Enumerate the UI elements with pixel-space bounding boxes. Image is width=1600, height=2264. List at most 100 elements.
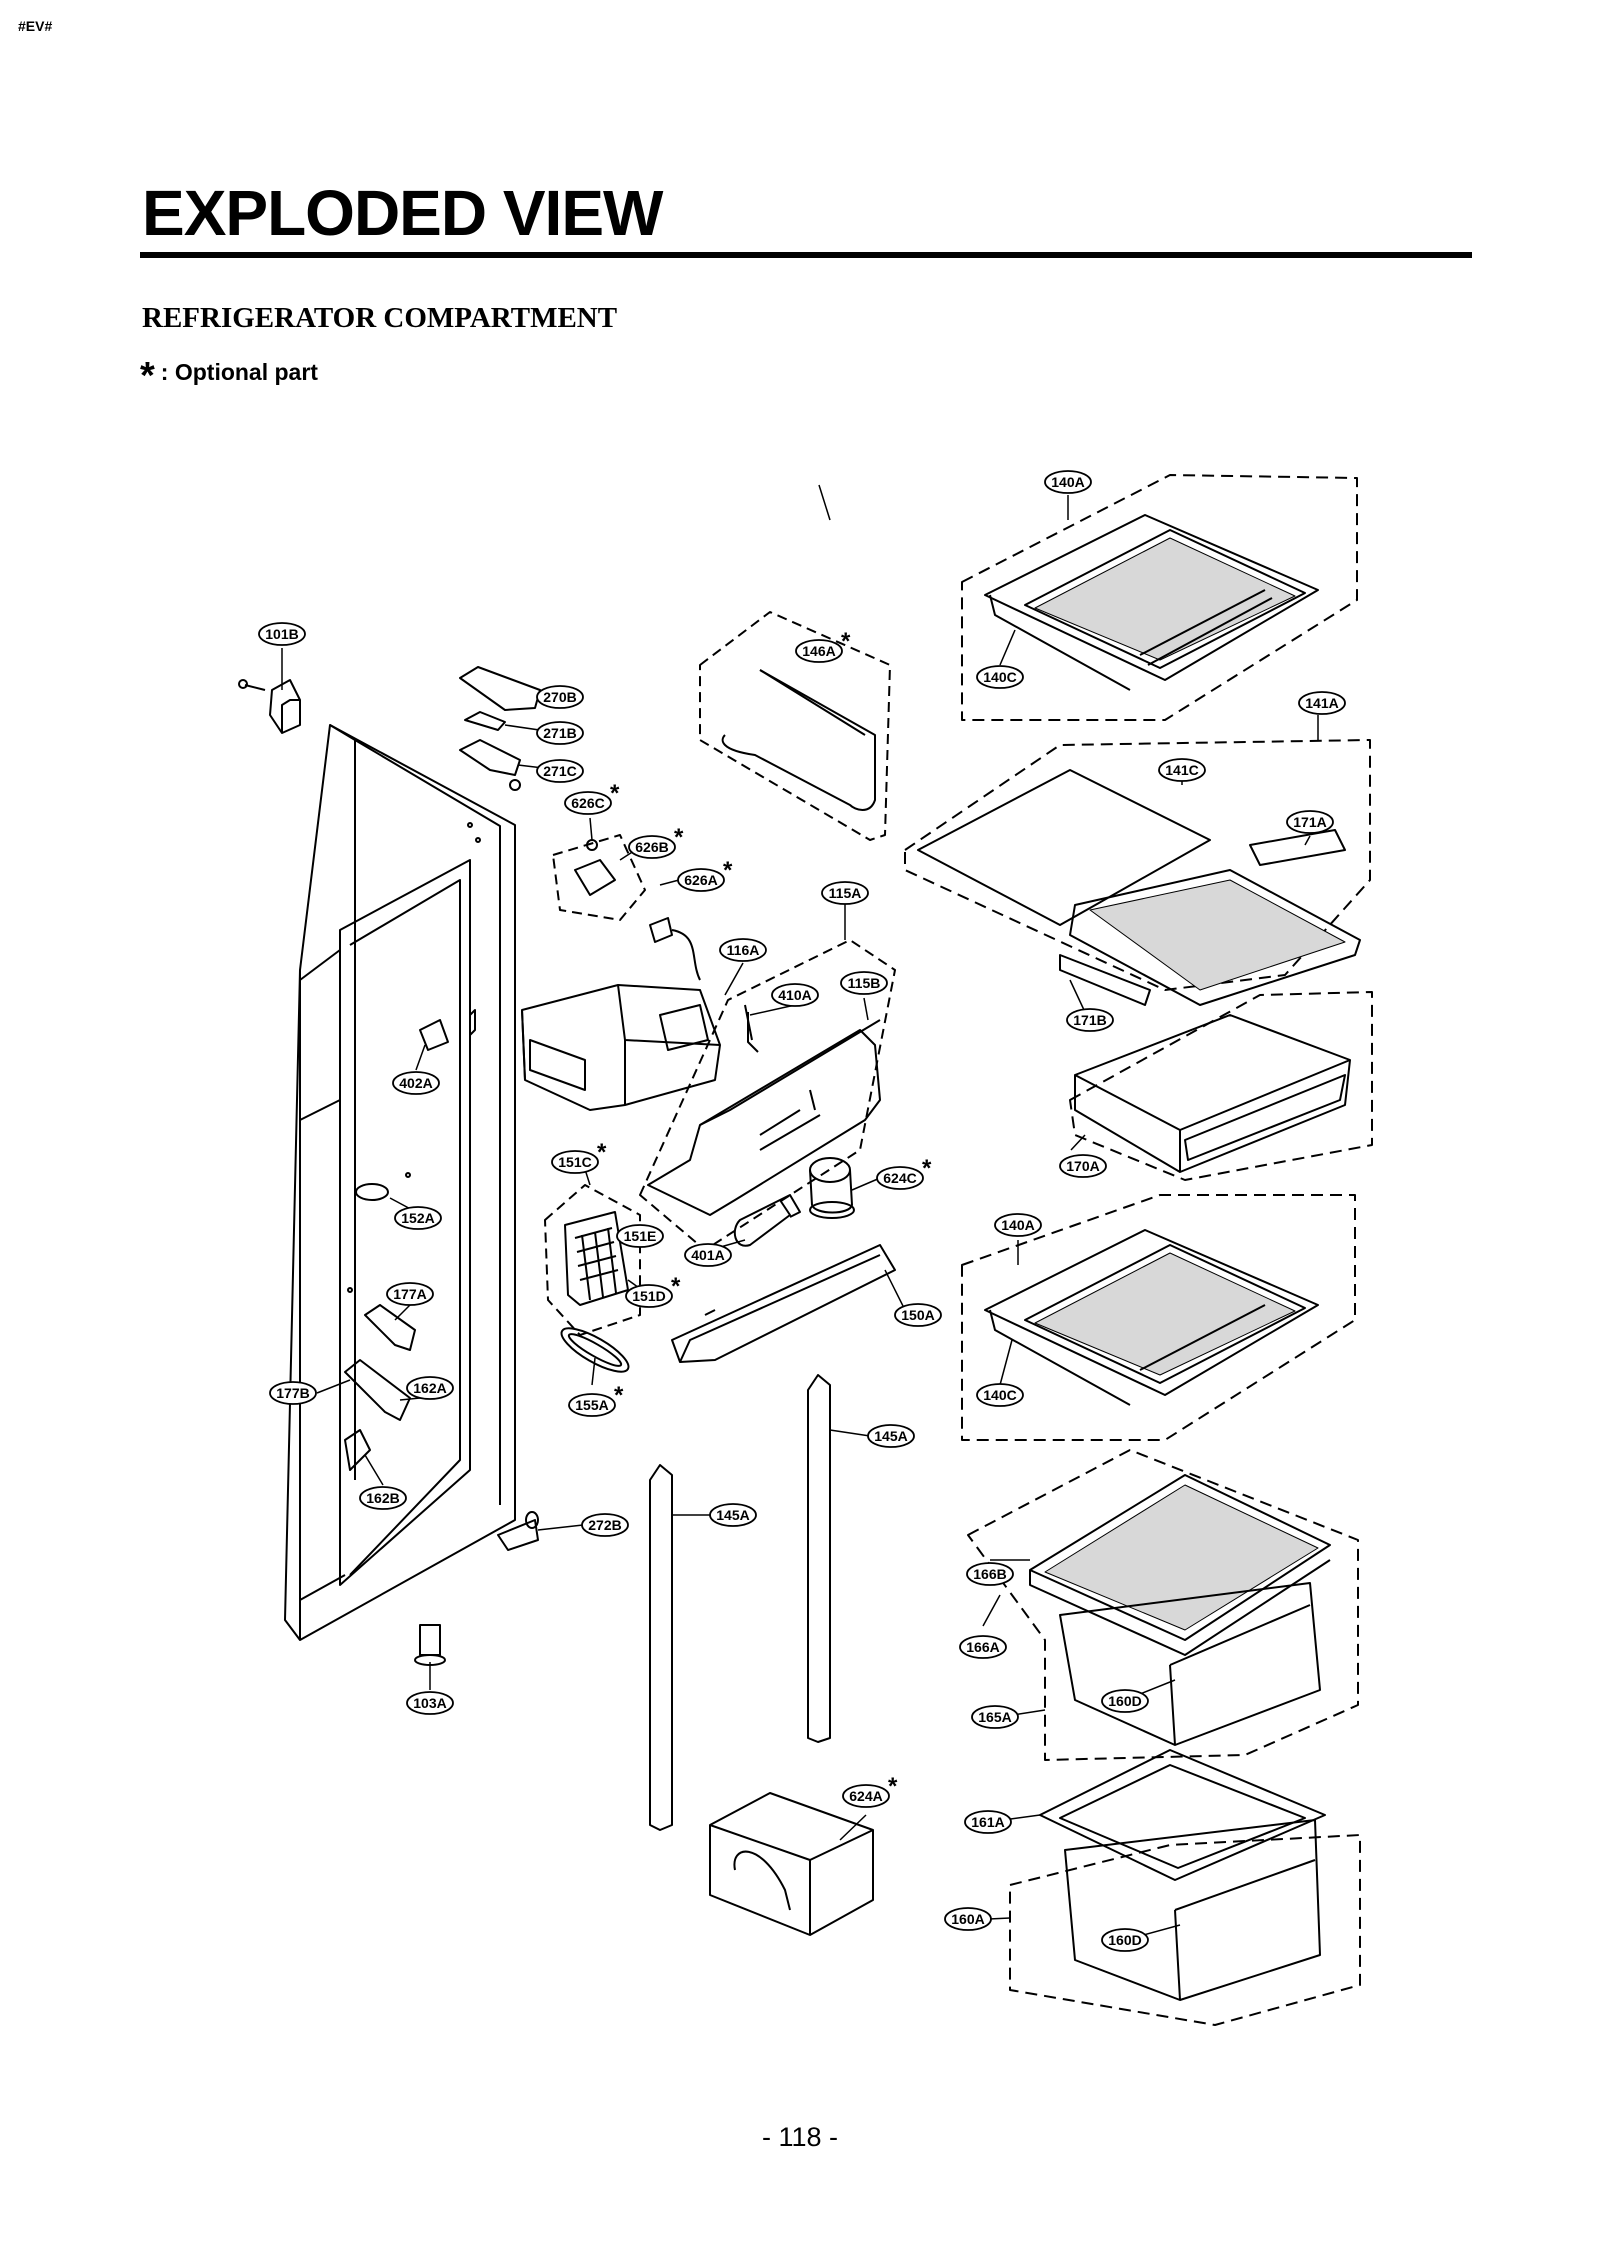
callout-401a: 401A: [684, 1243, 732, 1267]
callout-oval: [1101, 1928, 1149, 1952]
callout-151e: 151E: [616, 1224, 664, 1248]
callout-oval: [269, 1381, 317, 1405]
callout-label: 171B: [1073, 1012, 1106, 1028]
callout-label: 624A: [849, 1788, 882, 1804]
callout-410a: 410A: [771, 983, 819, 1007]
callout-oval: [821, 881, 869, 905]
callout-label: 166A: [966, 1639, 999, 1655]
callout-oval: [964, 1810, 1012, 1834]
callout-152a: 152A: [394, 1206, 442, 1230]
callout-label: 140A: [1051, 474, 1084, 490]
callout-170a: 170A: [1059, 1154, 1107, 1178]
callout-label: 402A: [399, 1075, 432, 1091]
callout-label: 166B: [973, 1566, 1006, 1582]
callout-oval: [840, 971, 888, 995]
shelf-group-141a: [904, 739, 1371, 1006]
callout-label: 177B: [276, 1385, 309, 1401]
callout-label: 272B: [588, 1517, 621, 1533]
optional-asterisk: *: [610, 780, 620, 807]
callout-oval: [258, 622, 306, 646]
part-155a-gasket: [560, 1327, 630, 1373]
callout-label: 141A: [1305, 695, 1338, 711]
callout-oval: [392, 1071, 440, 1095]
optional-asterisk: *: [614, 1382, 624, 1409]
callout-label: 160D: [1108, 1932, 1141, 1948]
callout-label: 140C: [983, 1387, 1016, 1403]
callout-oval: [976, 665, 1024, 689]
callout-271c: 271C: [536, 759, 584, 783]
callout-141a: 141A: [1298, 691, 1346, 715]
callout-151d: 151D*: [625, 1273, 681, 1308]
callout-oval: [568, 1393, 616, 1417]
document-code-tag: #EV#: [18, 18, 53, 34]
callout-oval: [564, 791, 612, 815]
callout-labels: 140A140C141A141C171A171B170A140A140C101B…: [258, 470, 1346, 1952]
callout-oval: [536, 685, 584, 709]
callout-label: 151C: [558, 1154, 591, 1170]
callout-177b: 177B: [269, 1381, 317, 1405]
optional-part-legend: *: Optional part: [140, 355, 318, 398]
callout-label: 101B: [265, 626, 298, 642]
callout-151c: 151C *: [551, 1139, 607, 1174]
callout-oval: [406, 1376, 454, 1400]
callout-171a: 171A: [1286, 810, 1334, 834]
callout-626b: 626B*: [628, 824, 684, 859]
callout-label: 116A: [727, 942, 760, 958]
callout-626a: 626A*: [677, 857, 733, 892]
optional-asterisk: *: [597, 1139, 607, 1166]
callout-103a: 103A: [406, 1691, 454, 1715]
callout-272b: 272B: [581, 1513, 629, 1537]
callout-label: 624C: [883, 1170, 916, 1186]
callout-oval: [1158, 758, 1206, 782]
callout-146a: 146A*: [795, 628, 851, 663]
callout-140c: 140C: [976, 1383, 1024, 1407]
part-145a-rails: [649, 1374, 831, 1831]
callout-oval: [709, 1503, 757, 1527]
callout-162a: 162A: [406, 1376, 454, 1400]
callout-271b: 271B: [536, 721, 584, 745]
callout-label: 170A: [1066, 1158, 1099, 1174]
callout-oval: [842, 1784, 890, 1808]
callout-160d: 160D: [1101, 1928, 1149, 1952]
callout-171b: 171B: [1066, 1008, 1114, 1032]
callout-oval: [628, 835, 676, 859]
callout-oval: [976, 1383, 1024, 1407]
callout-oval: [536, 721, 584, 745]
callout-label: 146A: [802, 643, 835, 659]
callout-150a: 150A: [894, 1303, 942, 1327]
callout-oval: [536, 759, 584, 783]
callout-624c: 624C *: [876, 1155, 932, 1190]
optional-asterisk: *: [922, 1155, 932, 1182]
drawer-170a: [1069, 991, 1373, 1181]
page-title: EXPLODED VIEW: [142, 177, 663, 249]
callout-140a: 140A: [994, 1213, 1042, 1237]
part-150a-lamp-cover: [671, 1244, 896, 1363]
optional-asterisk: *: [674, 824, 684, 851]
callout-155a: 155A*: [568, 1382, 624, 1417]
callout-oval: [719, 938, 767, 962]
callout-624a: 624A*: [842, 1773, 898, 1808]
legend-text: : Optional part: [160, 359, 318, 385]
part-146a-cover: [699, 611, 891, 841]
callout-label: 145A: [716, 1507, 749, 1523]
callout-label: 162A: [413, 1380, 446, 1396]
callout-label: 165A: [978, 1709, 1011, 1725]
callout-162b: 162B: [359, 1486, 407, 1510]
callout-oval: [795, 639, 843, 663]
part-116a-control-box: [521, 984, 721, 1111]
callout-161a: 161A: [964, 1810, 1012, 1834]
callout-oval: [551, 1150, 599, 1174]
callout-402a: 402A: [392, 1071, 440, 1095]
callout-145a: 145A: [867, 1424, 915, 1448]
part-101b-bracket: [238, 679, 301, 734]
callout-label: 115A: [829, 885, 862, 901]
callout-label: 162B: [366, 1490, 399, 1506]
lower-hinge-and-leveler: [414, 1511, 539, 1666]
callout-oval: [1298, 691, 1346, 715]
shelf-group-140a-top: [961, 474, 1358, 721]
callout-oval: [876, 1166, 924, 1190]
refrigerator-cabinet: [284, 724, 516, 1641]
callout-166b: 166B: [966, 1562, 1014, 1586]
callout-116a: 116A: [719, 938, 767, 962]
part-151-filter: [544, 1184, 641, 1336]
